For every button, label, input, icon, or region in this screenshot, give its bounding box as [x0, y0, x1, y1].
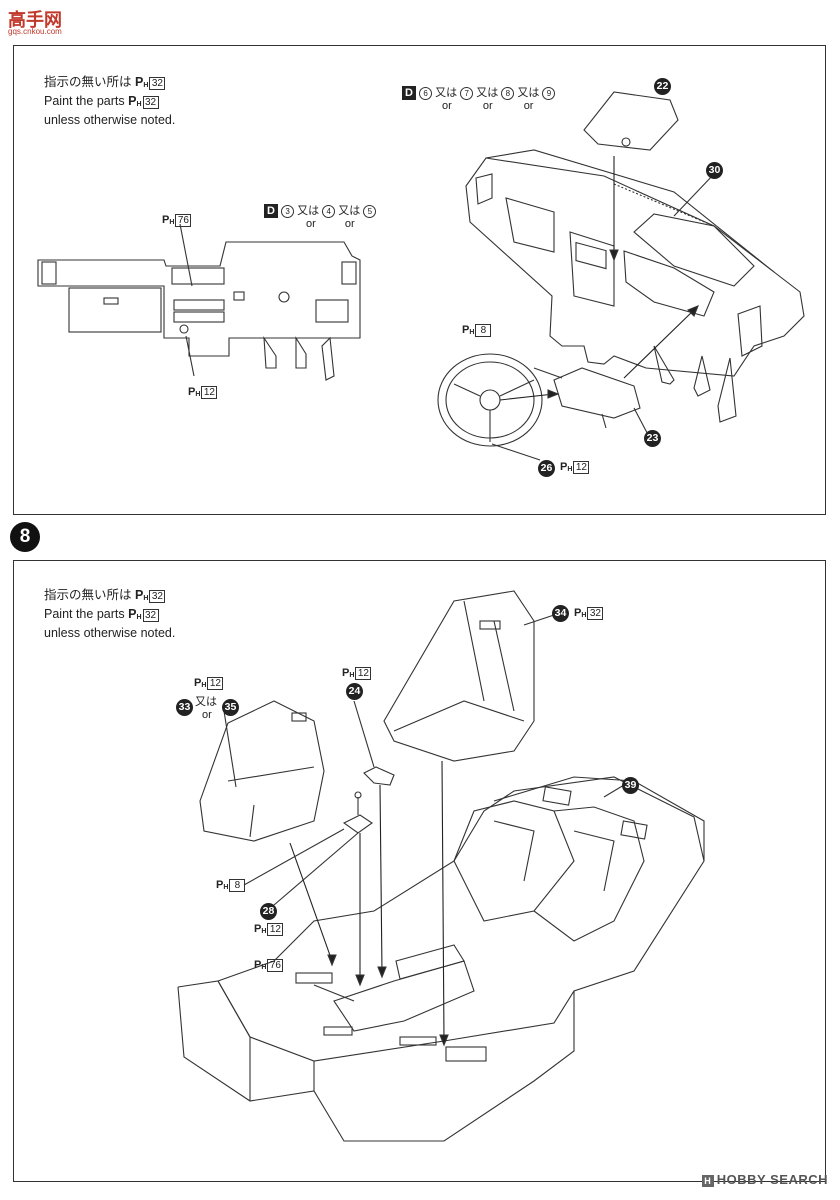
console-box: [395, 944, 465, 980]
dash-knob: [179, 324, 189, 334]
interior-drawings: [177, 590, 705, 1142]
part-34-label: 34: [552, 605, 569, 622]
pedal-accel: [321, 336, 335, 381]
pedal-brake: [295, 336, 307, 369]
dash-ignition: [278, 291, 290, 303]
dash-right-vent: [341, 261, 357, 285]
part-39-label: 39: [622, 777, 639, 794]
step-number-badge: 8: [10, 522, 40, 552]
dash-center-vents: [171, 267, 225, 285]
dash-left-vent: [41, 261, 57, 285]
part-22-gauge-hood: [583, 91, 679, 151]
seat-alt-jp: 又は: [195, 696, 217, 708]
dash-iso-top: [485, 157, 775, 273]
rear-seat: [453, 800, 575, 922]
dash-switch-panel: [315, 299, 349, 323]
dash-iso-glovebox: [505, 197, 555, 253]
dash-variant-group: D 3 又は 4 又は 5: [264, 202, 377, 219]
floor-pan: [177, 776, 705, 1062]
dash-glovebox: [68, 287, 162, 333]
iso-pedal-2: [693, 355, 711, 397]
dashboard-drawings: [37, 91, 805, 461]
seat-33-35: [199, 700, 325, 842]
part-28-shifter: [342, 814, 373, 834]
iso-dash-variant-group: D 6 又は 7 又は 8 又は 9: [402, 84, 556, 101]
part-24-label: 24: [346, 683, 363, 700]
pedal-clutch: [263, 335, 277, 369]
dash-iso-binnacle: [633, 213, 755, 287]
dash-iso-center-stack: [569, 231, 615, 307]
seat-alt-or: or: [202, 709, 212, 721]
iso-pedal-1: [653, 345, 675, 385]
part-23-column: [553, 367, 641, 419]
dash-small-switch: [233, 291, 245, 301]
dash-iso-right-vent: [737, 305, 763, 357]
dash-radio: [173, 299, 225, 311]
iso-pedal-3: [717, 357, 737, 423]
part-28-label: 28: [260, 903, 277, 920]
dash-variant-or: or or: [306, 218, 355, 230]
watermark-logo: 高手网: [8, 10, 62, 31]
seat-34: [383, 590, 535, 762]
part-23-label: 23: [644, 430, 661, 447]
dash-radio-2: [173, 311, 225, 323]
dash-iso-center-vent: [575, 241, 607, 270]
dash-small-switch-2: [103, 297, 119, 305]
center-tunnel: [333, 960, 475, 1032]
dash-iso-left-vent: [475, 173, 493, 205]
iso-dash-variant-or: or or or: [442, 100, 534, 112]
dash-iso-cluster: [623, 250, 715, 317]
dash-front-outline: [37, 241, 361, 357]
part-26-label: 26: [538, 460, 555, 477]
part-35-label: 35: [222, 699, 239, 716]
part-24-handbrake: [363, 766, 395, 786]
dash-iso-outline: [465, 149, 805, 377]
part-26-steering-wheel: [437, 353, 543, 447]
part-30-label: 30: [706, 162, 723, 179]
part-22-label: 22: [654, 78, 671, 95]
part-33-label: 33: [176, 699, 193, 716]
watermark-url: gqs.cnkou.com: [8, 27, 62, 36]
